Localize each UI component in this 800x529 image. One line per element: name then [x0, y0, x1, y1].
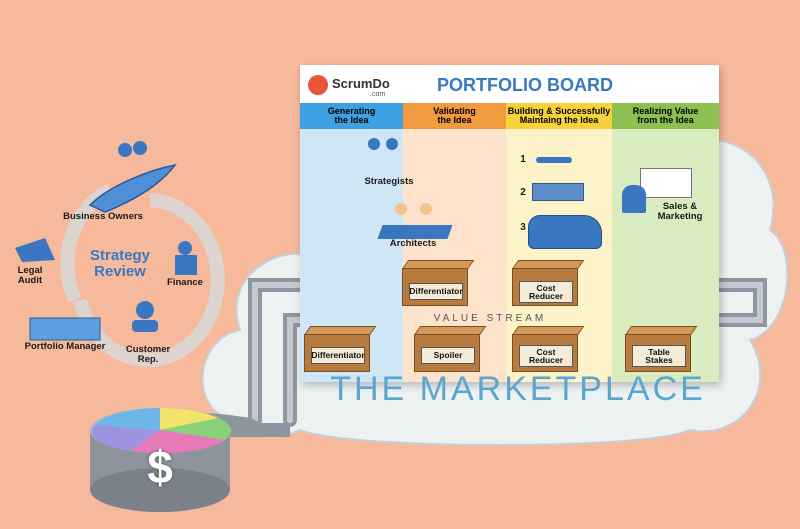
car-icon: [528, 215, 602, 249]
role-finance: Finance: [167, 277, 203, 288]
dollar-icon: $: [147, 441, 173, 493]
column-header: Realizing Value from the Idea: [612, 103, 719, 129]
column-header: Validating the Idea: [403, 103, 506, 129]
value-stream-label: VALUE STREAM: [433, 313, 547, 324]
scrumdo-logo: ScrumDo .com: [308, 73, 408, 99]
customer-rep-icon: [132, 301, 158, 332]
step-1: 1: [520, 154, 526, 165]
step-3: 3: [520, 222, 526, 233]
role-business-owners: Business Owners: [63, 211, 143, 222]
rocket-icon: [88, 141, 177, 213]
lower-box-differentiator: Differentiator: [304, 326, 377, 372]
upper-box-differentiator: Differentiator: [402, 260, 475, 306]
board-title: PORTFOLIO BOARD: [437, 75, 613, 95]
box-label: Differentiator: [409, 283, 463, 300]
sales-chart-icon: [640, 168, 692, 198]
box-label: Differentiator: [311, 347, 365, 364]
role-legal-audit: Legal Audit: [17, 265, 43, 286]
box-label: Cost Reducer: [519, 345, 573, 367]
box-label: Spoiler: [421, 347, 475, 364]
role-portfolio-manager: Portfolio Manager: [24, 341, 106, 352]
logo-suffix: .com: [370, 91, 386, 98]
label-sales: Sales & Marketing: [657, 201, 703, 222]
budget-pie: [90, 408, 232, 512]
logo-text: ScrumDo: [332, 76, 390, 91]
sales-person-icon: [622, 185, 646, 213]
step-2: 2: [520, 187, 526, 198]
strategy-review-title: Strategy Review: [89, 247, 151, 280]
label-strategists: Strategists: [364, 176, 414, 187]
role-customer-rep: Customer Rep.: [125, 344, 171, 365]
lower-box-spoiler: Spoiler: [414, 326, 487, 372]
column-header: Generating the Idea: [300, 103, 403, 129]
box-label: Cost Reducer: [519, 281, 573, 303]
label-architects: Architects: [389, 238, 437, 249]
finance-icon: [175, 241, 197, 275]
box-label: Table Stakes: [632, 345, 686, 367]
upper-box-cost-reducer: Cost Reducer: [512, 260, 585, 306]
architects-icon: [377, 203, 453, 243]
legal-icon: [15, 238, 55, 262]
strategists-icon: [366, 138, 406, 160]
chassis-icon: [532, 183, 584, 201]
portfolio-manager-icon: [29, 317, 101, 341]
lower-box-table-stakes: Table Stakes: [625, 326, 698, 372]
axle-icon: [536, 157, 572, 163]
logo-mark-icon: [308, 75, 328, 95]
marketplace-title: THE MARKETPLACE: [330, 370, 706, 408]
column-header: Building & Successfully Maintaing the Id…: [506, 103, 612, 129]
lower-box-cost-reducer: Cost Reducer: [512, 326, 585, 372]
